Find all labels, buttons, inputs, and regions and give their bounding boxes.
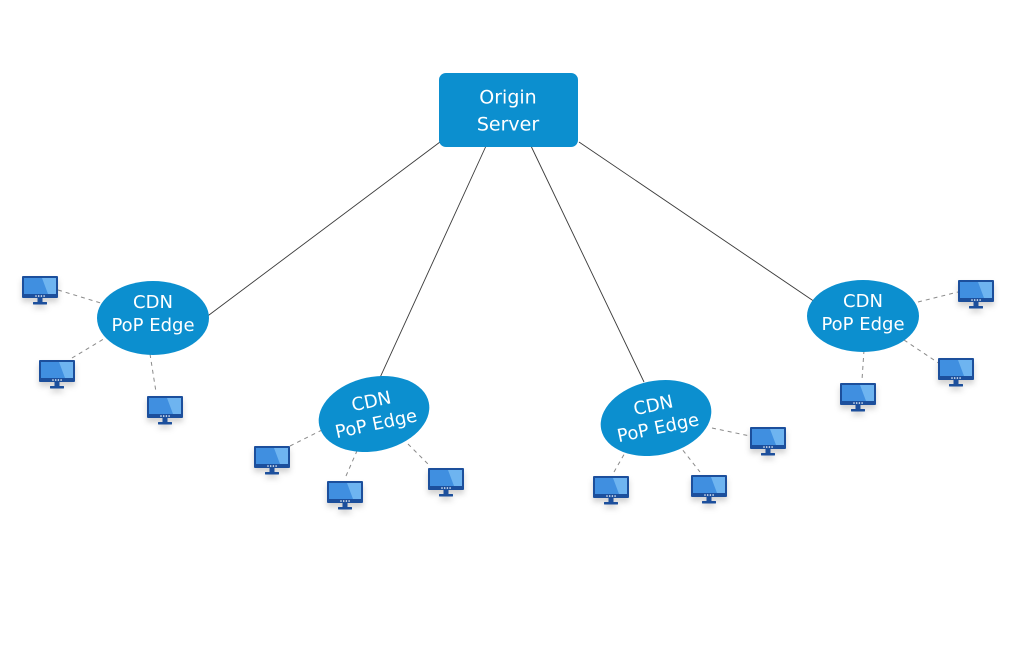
- client-link: [861, 349, 865, 381]
- cdn-pop-edge-label-line1: CDN: [843, 291, 883, 312]
- monitor-icon[interactable]: [22, 276, 58, 305]
- cdn-pop-edge-label-line1: CDN: [133, 292, 173, 313]
- uplink-edge-3: [530, 145, 645, 383]
- client-link: [677, 443, 701, 473]
- client-link: [149, 353, 157, 393]
- monitor-icon[interactable]: [39, 360, 75, 389]
- uplink-edge-4: [578, 141, 819, 305]
- client-link: [711, 427, 751, 437]
- cdn-pop-edge-node[interactable]: [312, 366, 437, 462]
- client-link: [407, 443, 431, 467]
- monitor-icon[interactable]: [147, 396, 183, 425]
- uplink-edge-1: [204, 141, 441, 319]
- cdn-pop-edge-label-line2: PoP Edge: [111, 315, 194, 336]
- origin-server-box[interactable]: [439, 73, 578, 147]
- client-link: [345, 443, 361, 477]
- monitor-icon[interactable]: [428, 468, 464, 497]
- origin-server-label-line1: Origin: [479, 87, 536, 109]
- monitor-icon[interactable]: [750, 427, 786, 456]
- cdn-pop-edge-node[interactable]: [594, 370, 719, 466]
- monitor-icon[interactable]: [691, 475, 727, 504]
- client-link: [903, 339, 941, 365]
- monitor-icon[interactable]: [958, 280, 994, 309]
- cdn-pop-edge-2[interactable]: CDN PoP Edge: [312, 366, 437, 462]
- monitor-icon[interactable]: [593, 476, 629, 505]
- cdn-pop-edge-label-line2: PoP Edge: [821, 314, 904, 335]
- cdn-pop-edge-4[interactable]: CDN PoP Edge: [807, 280, 919, 352]
- cdn-pop-edge-node[interactable]: [97, 281, 209, 355]
- monitor-icon[interactable]: [327, 481, 363, 510]
- monitor-icon[interactable]: [938, 358, 974, 387]
- origin-server[interactable]: Origin Server: [439, 73, 578, 147]
- origin-server-label-line2: Server: [477, 114, 539, 136]
- client-link: [289, 429, 323, 447]
- cdn-pop-edge-1[interactable]: CDN PoP Edge: [97, 281, 209, 355]
- client-link: [917, 291, 959, 303]
- monitor-icon[interactable]: [840, 383, 876, 412]
- cdn-pop-edge-3[interactable]: CDN PoP Edge: [594, 370, 719, 466]
- uplink-edge-2: [377, 145, 487, 383]
- cdn-pop-edge-node[interactable]: [807, 280, 919, 352]
- client-link: [57, 289, 105, 305]
- uplinks: [204, 141, 819, 383]
- monitor-icon[interactable]: [254, 446, 290, 475]
